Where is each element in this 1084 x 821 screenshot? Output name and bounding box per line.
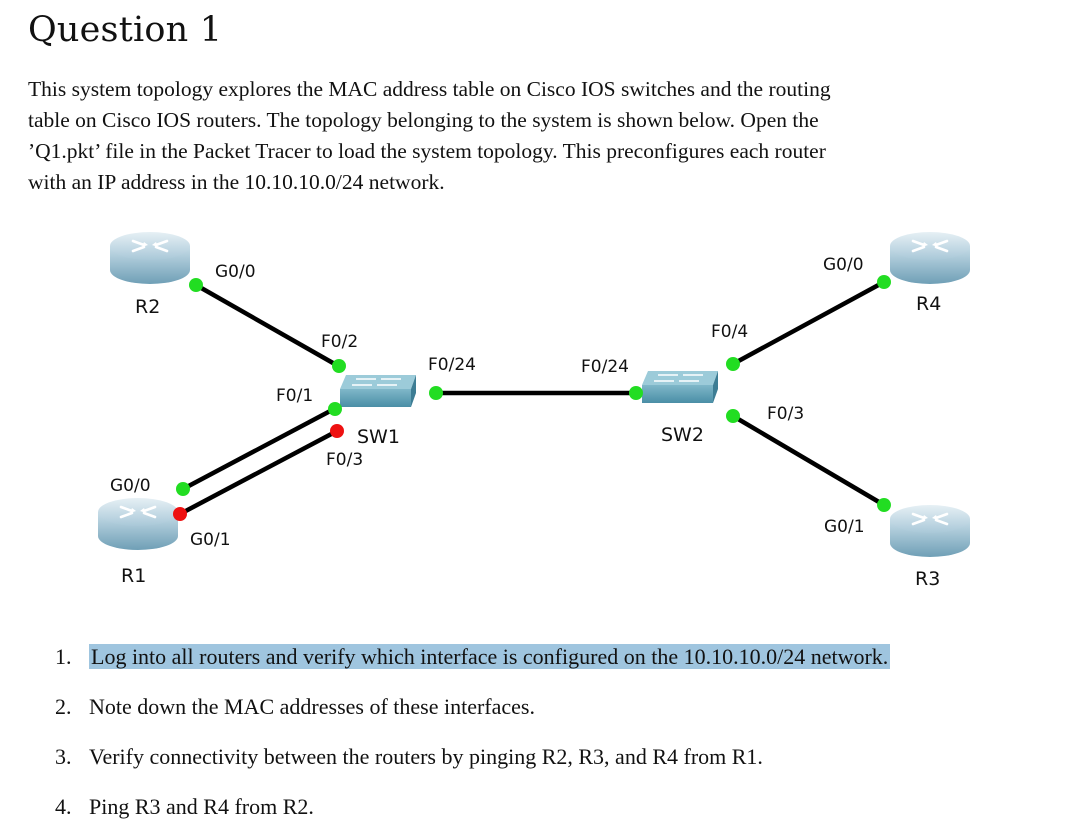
port-up-indicator (429, 386, 443, 400)
link-r1-sw1-a (181, 407, 336, 491)
intro-line: ’Q1.pkt’ file in the Packet Tracer to lo… (28, 139, 826, 163)
router-r3[interactable] (888, 503, 972, 559)
link-r1-sw1-b (178, 429, 339, 516)
router-r2[interactable] (108, 230, 192, 286)
router-r1[interactable] (96, 496, 180, 552)
port-label: F0/1 (276, 386, 313, 406)
intro-line: with an IP address in the 10.10.10.0/24 … (28, 170, 445, 194)
intro-paragraph: This system topology explores the MAC ad… (28, 74, 1042, 198)
port-label: G0/1 (824, 517, 865, 537)
task-item: 3. Verify connectivity between the router… (55, 744, 763, 770)
device-label-r2: R2 (135, 296, 160, 318)
task-number: 1. (55, 644, 72, 669)
link-sw2-r3 (731, 414, 886, 507)
port-label: G0/0 (110, 476, 151, 496)
task-number: 2. (55, 694, 72, 719)
task-text-highlighted: Log into all routers and verify which in… (89, 644, 891, 669)
link-sw2-r4 (731, 280, 886, 366)
port-down-indicator (330, 424, 344, 438)
port-up-indicator (332, 359, 346, 373)
port-up-indicator (726, 357, 740, 371)
device-label-sw2: SW2 (661, 424, 704, 446)
task-number: 4. (55, 794, 72, 819)
switch-sw2[interactable] (641, 370, 719, 404)
port-label: G0/0 (823, 255, 864, 275)
link-r2-sw1 (194, 283, 342, 369)
port-label: F0/2 (321, 332, 358, 352)
device-label-sw1: SW1 (357, 426, 400, 448)
port-status-dots (173, 275, 891, 521)
intro-line: table on Cisco IOS routers. The topology… (28, 108, 819, 132)
task-item: 2. Note down the MAC addresses of these i… (55, 694, 535, 720)
switch-sw1[interactable] (339, 374, 417, 408)
links (178, 280, 886, 516)
port-down-indicator (173, 507, 187, 521)
router-r4[interactable] (888, 230, 972, 286)
port-label: F0/4 (711, 322, 748, 342)
port-up-indicator (328, 402, 342, 416)
port-label: G0/0 (215, 262, 256, 282)
port-label: F0/24 (581, 357, 629, 377)
port-label: G0/1 (190, 530, 231, 550)
port-up-indicator (629, 386, 643, 400)
device-label-r1: R1 (121, 565, 146, 587)
task-text: Verify connectivity between the routers … (89, 744, 763, 769)
task-text: Note down the MAC addresses of these int… (89, 694, 535, 719)
port-up-indicator (726, 409, 740, 423)
task-item: 4. Ping R3 and R4 from R2. (55, 794, 314, 820)
task-item: 1. Log into all routers and verify which … (55, 644, 891, 670)
port-up-indicator (189, 278, 203, 292)
task-text: Ping R3 and R4 from R2. (89, 794, 314, 819)
question-title: Question 1 (28, 10, 223, 50)
device-label-r4: R4 (916, 293, 941, 315)
port-label: F0/3 (326, 450, 363, 470)
port-up-indicator (176, 482, 190, 496)
intro-line: This system topology explores the MAC ad… (28, 77, 831, 101)
port-label: F0/24 (428, 355, 476, 375)
task-number: 3. (55, 744, 72, 769)
device-label-r3: R3 (915, 568, 940, 590)
port-label: F0/3 (767, 404, 804, 424)
network-topology-diagram: R2 R1 R4 R3 SW1 SW2 G0/0 F0/2 F0/24 F0/1… (96, 230, 972, 590)
port-up-indicator (877, 275, 891, 289)
port-up-indicator (877, 498, 891, 512)
